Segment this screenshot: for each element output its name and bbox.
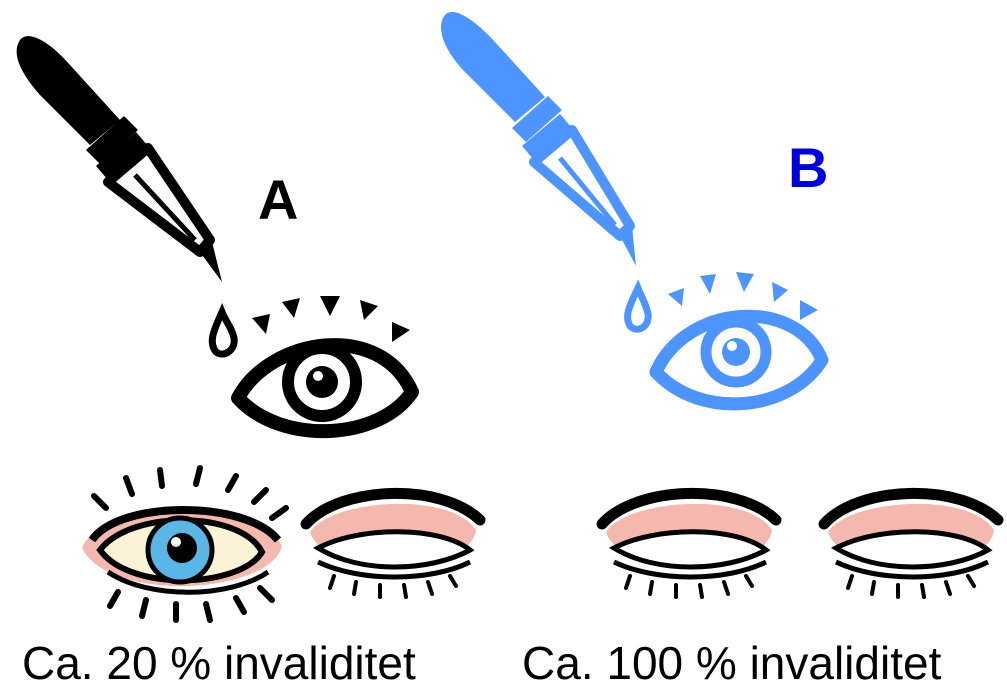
dropper-a-icon (17, 36, 222, 282)
caption-a: Ca. 20 % invaliditet (22, 640, 416, 686)
drop-a-icon (212, 312, 234, 354)
drop-b-icon (628, 288, 649, 329)
closed-eye-icon (824, 493, 998, 597)
eye-b-icon (656, 272, 822, 404)
dropper-b-icon (441, 12, 636, 266)
closed-eye-icon (602, 493, 776, 597)
closed-eye-icon (306, 493, 480, 597)
eye-a-icon (238, 296, 412, 431)
label-a: A (258, 172, 298, 228)
label-b: B (788, 140, 828, 196)
open-eye-icon (82, 468, 286, 620)
caption-b: Ca. 100 % invaliditet (522, 640, 941, 686)
